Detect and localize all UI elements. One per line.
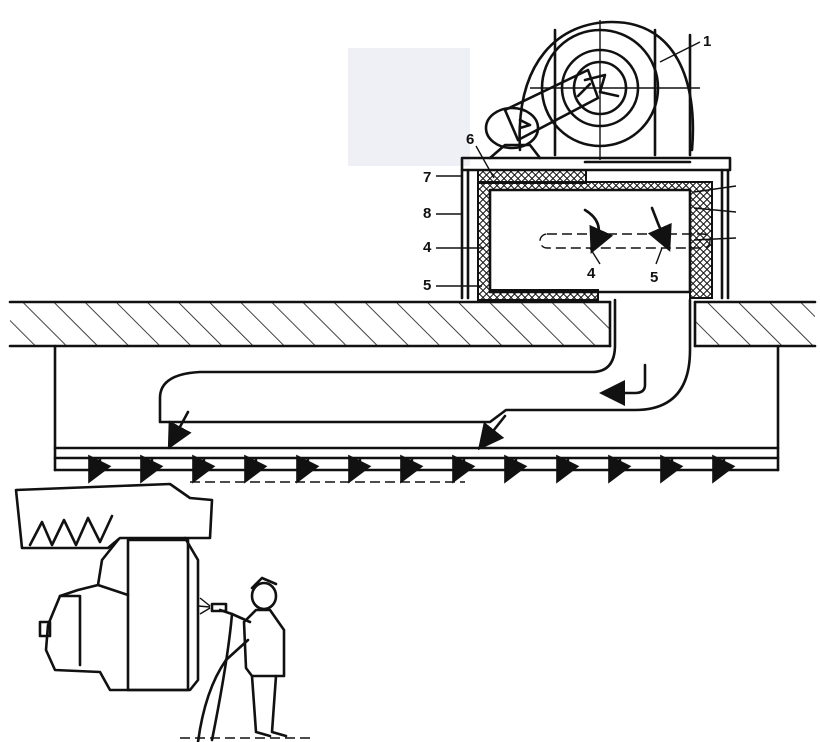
diffuser-arrow xyxy=(348,454,372,484)
diffuser-arrow xyxy=(452,454,476,484)
callout-5-inner: 5 xyxy=(650,269,658,286)
filter-layer xyxy=(477,181,713,301)
diffuser-arrow xyxy=(88,454,112,484)
callout-5-left: 5 xyxy=(423,277,431,294)
diffuser-arrow xyxy=(140,454,164,484)
diffuser-arrow xyxy=(244,454,268,484)
diffuser-arrow xyxy=(608,454,632,484)
diffuser-arrow xyxy=(192,454,216,484)
callout-7: 7 xyxy=(423,169,431,186)
callout-8: 8 xyxy=(423,205,431,222)
supply-duct xyxy=(158,298,692,451)
plenum-box xyxy=(460,168,737,301)
exhaust-fan xyxy=(518,20,700,160)
painter-figure xyxy=(180,576,310,742)
callout-4-left: 4 xyxy=(423,239,432,256)
diffuser-arrow xyxy=(296,454,320,484)
callout-6: 6 xyxy=(466,131,474,148)
scan-shade xyxy=(348,48,470,166)
diffuser-arrow xyxy=(556,454,580,484)
truck-body xyxy=(14,482,214,692)
diffuser-arrow xyxy=(712,454,736,484)
callout-4-inner: 4 xyxy=(587,265,596,282)
fan-motor xyxy=(484,68,600,160)
booth-enclosure xyxy=(53,344,780,484)
diffuser-arrow xyxy=(400,454,424,484)
ceiling-slab xyxy=(8,300,817,348)
diffuser-arrow xyxy=(504,454,528,484)
diffuser-arrow xyxy=(660,454,684,484)
fan-platform xyxy=(460,156,732,172)
callout-1: 1 xyxy=(703,33,711,50)
